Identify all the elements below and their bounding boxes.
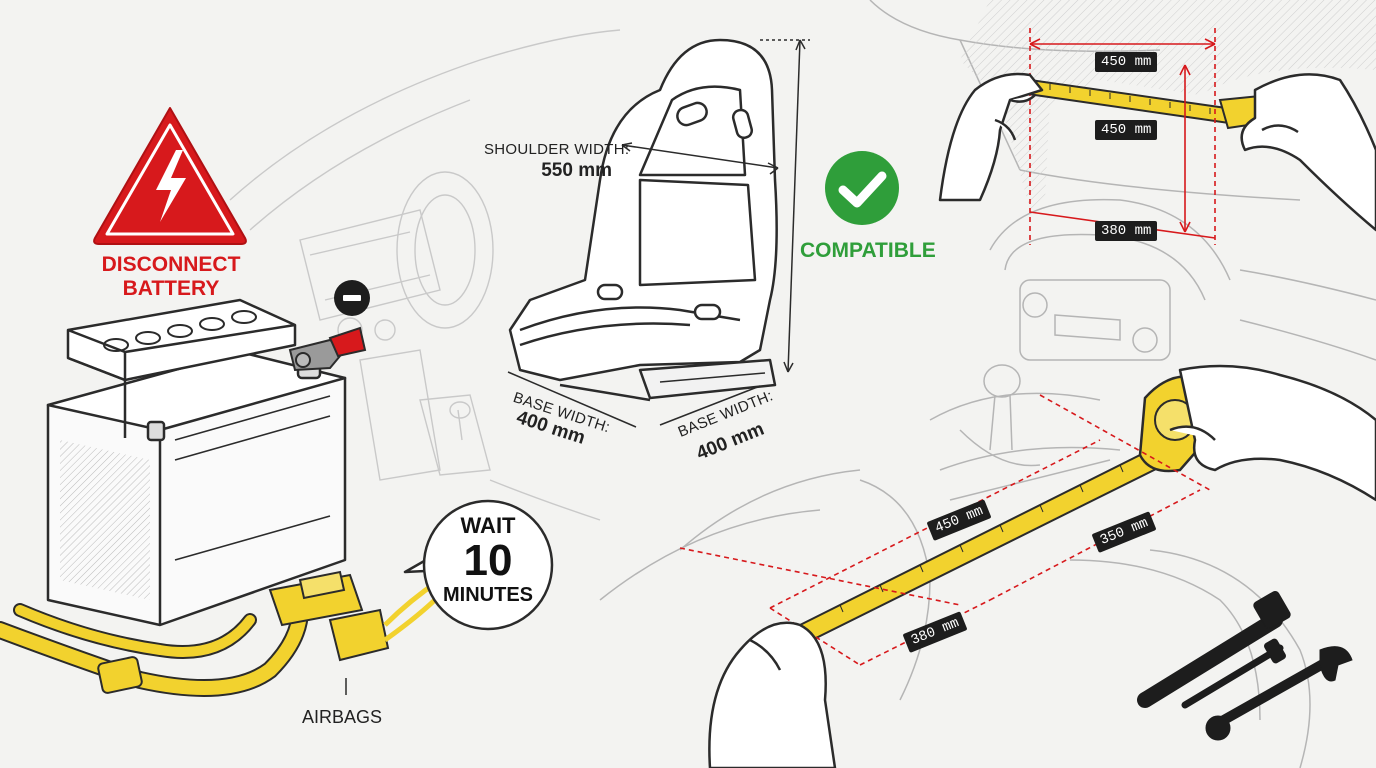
disconnect-line2: BATTERY — [122, 277, 220, 300]
top-dimension-lines — [1029, 28, 1216, 245]
car-interior-left-sketch — [229, 29, 621, 521]
wait-bubble — [403, 499, 554, 631]
shoulder-width-label: SHOULDER WIDTH: — [484, 141, 630, 158]
wait-text: WAIT 10 MINUTES — [432, 513, 544, 606]
compatible-label: COMPATIBLE — [800, 239, 936, 262]
wait-line3: MINUTES — [443, 584, 533, 606]
airbags-label: AIRBAGS — [302, 707, 383, 727]
shoulder-width-value: 550 mm — [541, 160, 612, 181]
airbag-connector-harness — [0, 570, 442, 697]
battery-terminal-clamp — [288, 326, 367, 372]
top-measure-380: 380 mm — [1095, 221, 1158, 241]
seat-dimension-lines — [507, 39, 810, 428]
disconnect-line1: DISCONNECT — [101, 253, 241, 276]
wrench-tools-icon — [1137, 590, 1353, 741]
negative-terminal-icon — [334, 280, 370, 316]
floor-tape-measure — [798, 374, 1220, 644]
check-circle-icon — [825, 151, 899, 225]
disconnect-label: DISCONNECT BATTERY — [96, 254, 246, 299]
pillar-hatch — [1000, 100, 1050, 210]
wait-line2: 10 — [463, 536, 513, 585]
hands-floor — [708, 364, 1376, 768]
car-battery — [46, 298, 347, 627]
hands-top — [938, 72, 1376, 232]
top-measure-450-a: 450 mm — [1095, 52, 1158, 72]
top-measure-450-b: 450 mm — [1095, 120, 1158, 140]
bucket-seat — [508, 38, 778, 402]
wait-line1: WAIT — [460, 513, 516, 538]
high-voltage-warning-icon — [93, 107, 247, 245]
